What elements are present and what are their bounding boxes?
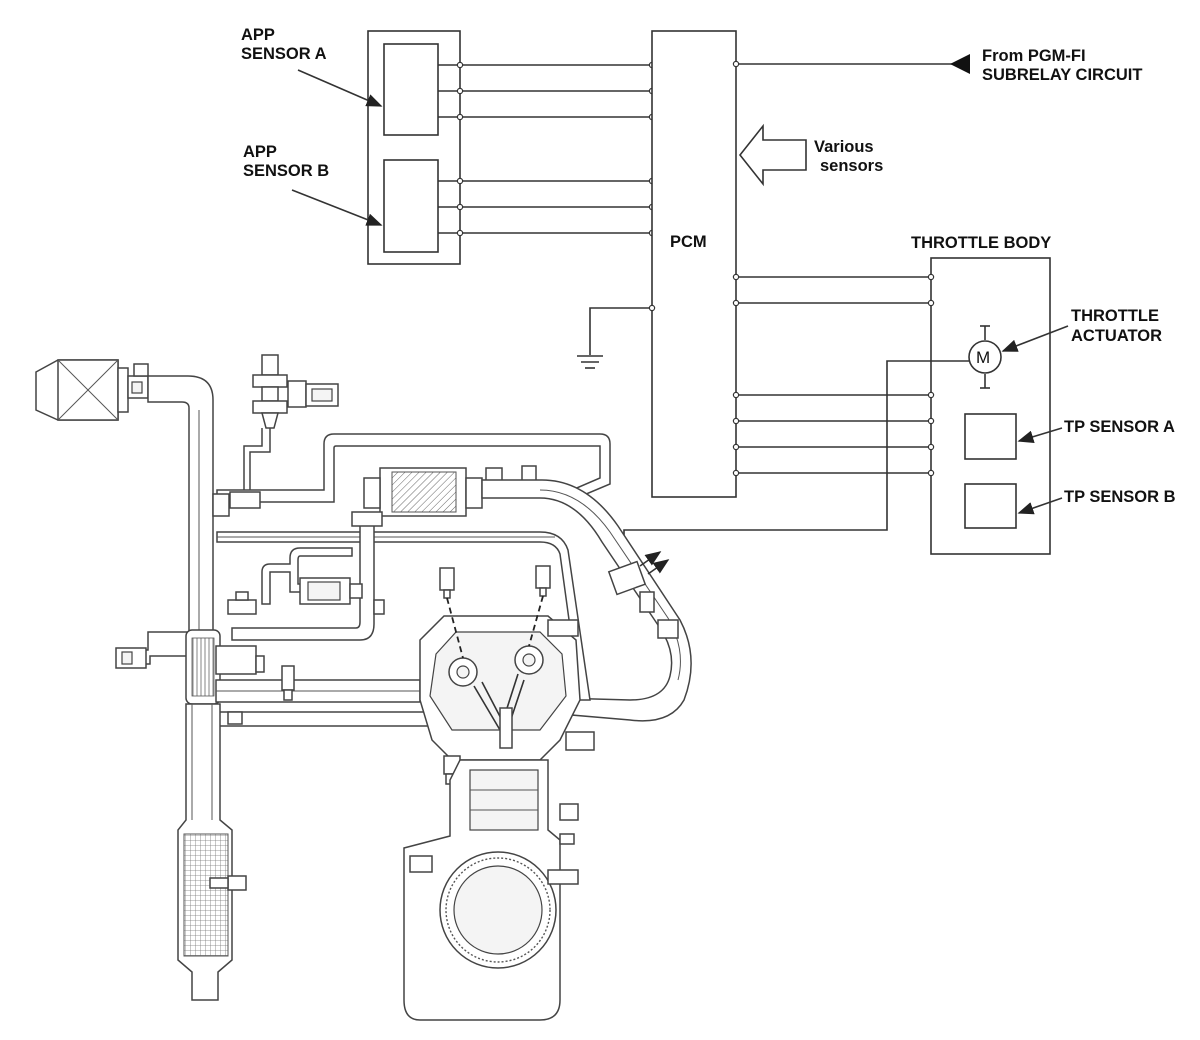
app-a-leader [297, 69, 383, 107]
throttle-motor: M [968, 325, 1002, 389]
from-pgm-fi-label-line1: From PGM-FI [982, 47, 1086, 65]
pcm-label: PCM [670, 233, 707, 251]
tp-b-leader [1017, 497, 1063, 515]
app-sensor-a-box [383, 43, 439, 136]
feed-arrow-icon [950, 54, 970, 74]
app-to-pcm-wires [438, 61, 656, 237]
actuator-leader [1001, 325, 1069, 352]
motor-icon [968, 340, 1002, 374]
from-pgm-fi-label-line2: SUBRELAY CIRCUIT [982, 66, 1142, 84]
ground-symbol [577, 304, 656, 369]
tp-sensor-b-box [964, 483, 1017, 529]
app-sensor-b-line2: SENSOR B [243, 162, 329, 180]
pcm-box [651, 30, 737, 498]
pcm-to-throttle-wires [732, 273, 935, 477]
throttle-body-label: THROTTLE BODY [911, 234, 1051, 252]
tp-sensor-a-box [964, 413, 1017, 460]
various-sensors-line1: Various [814, 138, 874, 156]
app-sensor-a-line2: SENSOR A [241, 45, 327, 63]
app-sensor-assembly [367, 30, 461, 265]
throttle-actuator-line2: ACTUATOR [1071, 327, 1162, 345]
tp-a-leader [1017, 427, 1063, 443]
various-sensors-line2: sensors [820, 157, 883, 175]
tp-sensor-a-label: TP SENSOR A [1064, 418, 1175, 436]
engine-illustration [35, 354, 692, 1021]
app-sensor-b-line1: APP [243, 143, 277, 161]
various-sensors-arrow-icon [738, 123, 807, 187]
app-b-leader [291, 189, 383, 226]
app-sensor-b-box [383, 159, 439, 253]
tp-sensor-b-label: TP SENSOR B [1064, 488, 1176, 506]
app-sensor-a-line1: APP [241, 26, 275, 44]
throttle-actuator-line1: THROTTLE [1071, 307, 1159, 325]
motor-symbol: M [976, 348, 990, 367]
pgm-fi-feed [732, 54, 970, 74]
